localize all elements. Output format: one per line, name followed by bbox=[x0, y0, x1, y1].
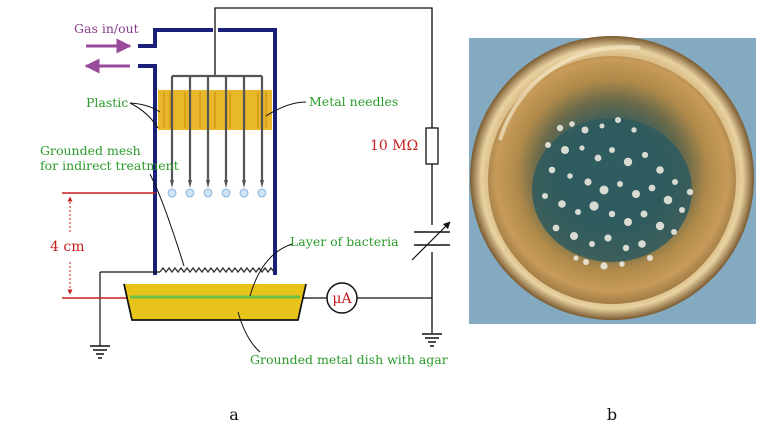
agar-fill bbox=[128, 298, 302, 303]
hv-wire bbox=[214, 7, 433, 333]
bacteria-leader bbox=[249, 243, 293, 297]
ground-symbol-right bbox=[422, 333, 442, 347]
plastic-stripes bbox=[163, 92, 267, 128]
grounded-mesh bbox=[159, 266, 275, 274]
rim-highlight bbox=[498, 45, 641, 141]
bacterial-colonies bbox=[542, 117, 694, 270]
panel-a: Gas in/out 10 MΩ bbox=[40, 7, 451, 424]
metal-needles-label: Metal needles bbox=[309, 94, 398, 109]
bacteria-label: Layer of bacteria bbox=[290, 234, 399, 249]
grounded-mesh-label-line2: for indirect treatment bbox=[40, 158, 179, 173]
mesh-leader bbox=[149, 173, 185, 267]
microammeter-label: μA bbox=[332, 291, 352, 307]
hv-source bbox=[411, 221, 451, 261]
plastic-label: Plastic bbox=[86, 95, 128, 110]
distance-label: 4 cm bbox=[50, 239, 84, 255]
ground-symbol-left bbox=[90, 345, 110, 359]
plastic-leader bbox=[129, 102, 161, 129]
panel-b: b bbox=[469, 36, 756, 424]
dish-outline bbox=[123, 283, 307, 321]
grounded-mesh-label-line1: Grounded mesh bbox=[40, 143, 141, 158]
resistor-label: 10 MΩ bbox=[370, 138, 418, 154]
gas-label: Gas in/out bbox=[74, 21, 139, 36]
microammeter bbox=[326, 282, 358, 314]
needles-leader bbox=[265, 101, 307, 117]
discharge-glow bbox=[167, 188, 267, 198]
inner-clear-zone bbox=[532, 118, 692, 262]
caption-b: b bbox=[607, 405, 617, 424]
needle-tips bbox=[170, 180, 264, 188]
metal-needles bbox=[170, 74, 264, 180]
dish-leader bbox=[237, 311, 261, 353]
chamber bbox=[138, 28, 277, 275]
caption-a: a bbox=[229, 405, 239, 424]
dish-label: Grounded metal dish with agar bbox=[250, 352, 448, 367]
resistor bbox=[425, 127, 439, 165]
